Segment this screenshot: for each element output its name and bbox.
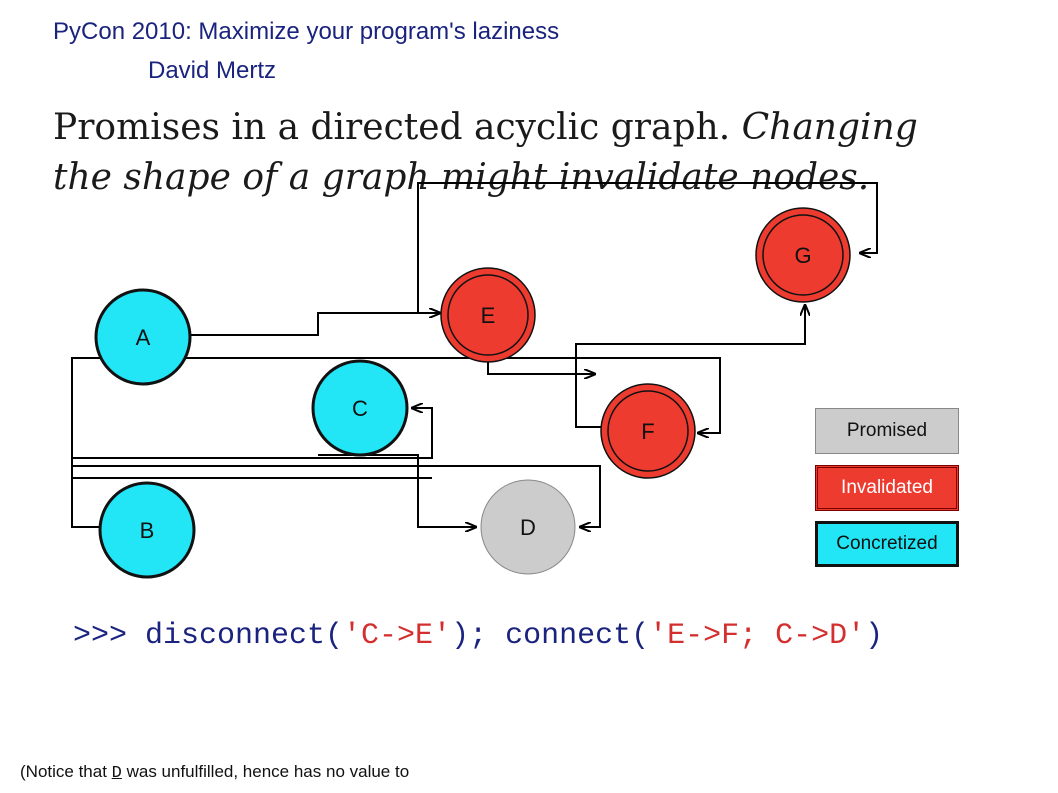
node-a-label: A [136,325,151,350]
slide-title-plain: Promises in a directed acyclic graph. [53,107,742,148]
node-a: A [94,288,192,386]
edge-b-to-c [72,408,433,459]
node-e-label: E [481,303,496,328]
header-author: David Mertz [148,57,277,84]
edge-b-to-d [72,465,601,527]
node-d-label: D [520,515,536,540]
legend-concretized: Concretized [815,521,959,567]
edge-b-to-f [71,357,721,528]
slide-title: Promises in a directed acyclic graph. Ch… [53,103,973,203]
legend-invalidated: Invalidated [815,465,959,511]
node-c-label: C [352,396,368,421]
code-end: ) [865,619,884,653]
node-g-label: G [794,243,811,268]
node-g: G [755,207,851,303]
node-d: D [480,479,576,575]
node-c: C [311,359,409,457]
code-arg-connect: 'E->F; C->D' [649,619,866,653]
slide-title-italic: Changing the shape of a graph might inva… [53,107,918,198]
footnote-after: was unfulfilled, hence has no value to [121,762,410,781]
node-f-label: F [641,419,654,444]
legend-promised: Promised [815,408,959,454]
header-talk-title: PyCon 2010: Maximize your program's lazi… [53,18,560,45]
edge-e-to-f [487,362,595,374]
footnote-var: D [111,764,122,783]
node-f: F [600,383,696,479]
code-arg-disconnect: 'C->E' [343,619,452,653]
code-snippet: >>> disconnect('C->E'); connect('E->F; C… [73,614,973,658]
footnote: (Notice that D was unfulfilled, hence ha… [20,762,409,783]
edge-f-to-g [575,305,805,428]
footnote-before: (Notice that [20,762,112,781]
node-b-label: B [140,518,155,543]
code-mid: ); connect( [451,619,650,653]
code-prompt: >>> disconnect( [73,619,344,653]
node-b: B [98,481,196,579]
edge-a-to-e [190,313,440,336]
node-e: E [440,267,536,363]
edge-a-to-g [417,182,878,313]
